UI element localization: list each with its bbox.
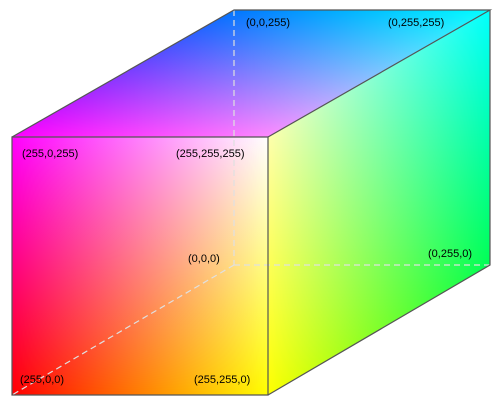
top-face-outline	[11, 9, 493, 138]
corner-label-bottom-back-right: (0,255,0)	[428, 248, 472, 260]
right-face-outline	[267, 10, 491, 396]
corner-label-bottom-front-right: (255,255,0)	[194, 374, 250, 386]
hidden-edge-left-bottom	[11, 264, 235, 396]
corner-label-bottom-back-left: (0,0,0)	[188, 253, 220, 265]
corner-label-top-back-right: (0,255,255)	[388, 17, 444, 29]
corner-label-top-back-left: (0,0,255)	[246, 17, 290, 29]
corner-label-bottom-front-left: (255,0,0)	[20, 374, 64, 386]
corner-label-top-front-right: (255,255,255)	[176, 148, 245, 160]
corner-label-top-front-left: (255,0,255)	[22, 148, 78, 160]
front-face	[12, 137, 268, 395]
